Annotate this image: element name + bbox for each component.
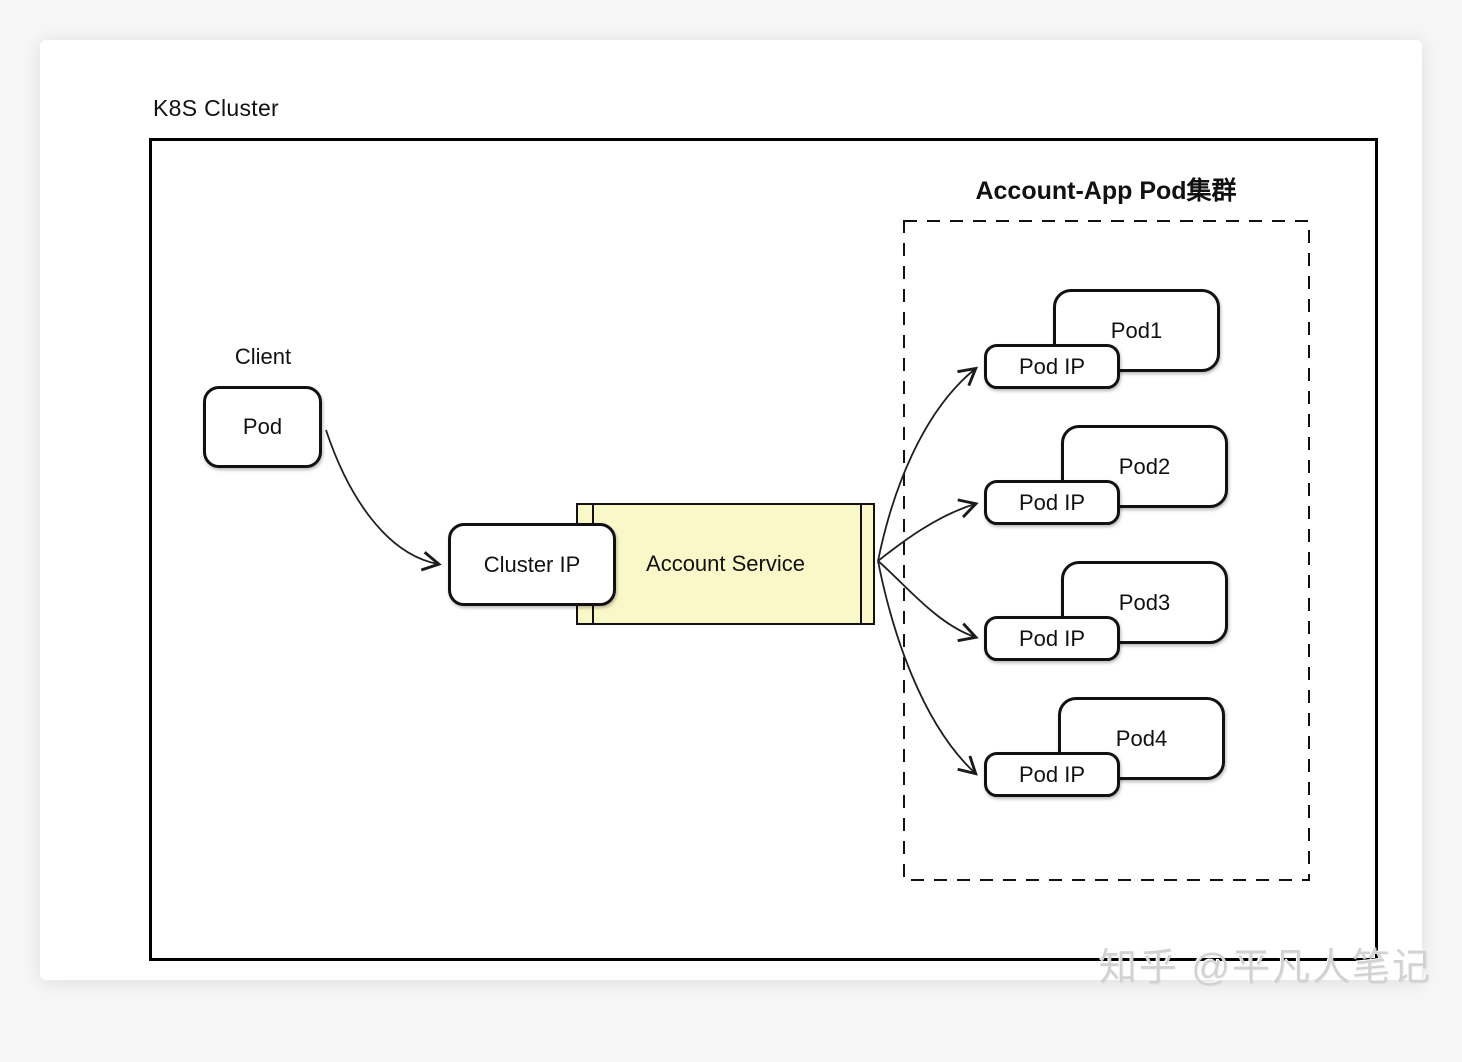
client-pod-node: Pod <box>203 386 322 468</box>
pod3-ip-label: Pod IP <box>1018 625 1086 651</box>
screenshot-root: K8S Cluster Client Pod Cluster IP <box>40 40 1432 989</box>
cluster-ip-node: Cluster IP <box>448 523 616 606</box>
k8s-cluster-boundary <box>149 138 1378 961</box>
client-label: Client <box>234 344 292 369</box>
cluster-ip-label: Cluster IP <box>483 551 581 577</box>
zhihu-watermark: 知乎 @平凡人笔记 <box>1098 947 1432 989</box>
pod2-ip-label: Pod IP <box>1018 489 1086 515</box>
client-pod-label: Pod <box>242 414 283 439</box>
account-service-component: Account Service <box>576 503 875 625</box>
pod-cluster-title: Account-App Pod集群 <box>975 177 1237 205</box>
pod4-label: Pod4 <box>1115 725 1168 751</box>
pod4-ip-node: Pod IP <box>984 752 1120 797</box>
pod3-ip-node: Pod IP <box>984 616 1120 661</box>
diagram-card: K8S Cluster Client Pod Cluster IP <box>40 40 1422 980</box>
pod1-ip-node: Pod IP <box>984 344 1120 389</box>
component-right-line <box>860 505 862 623</box>
pod1-label: Pod1 <box>1110 317 1163 343</box>
pod2-label: Pod2 <box>1118 453 1171 479</box>
pod4-ip-label: Pod IP <box>1018 761 1086 787</box>
pod3-label: Pod3 <box>1118 589 1171 615</box>
account-service-label: Account Service <box>646 551 805 576</box>
pod2-ip-node: Pod IP <box>984 480 1120 525</box>
k8s-cluster-title: K8S Cluster <box>153 95 280 121</box>
pod1-ip-label: Pod IP <box>1018 353 1086 379</box>
